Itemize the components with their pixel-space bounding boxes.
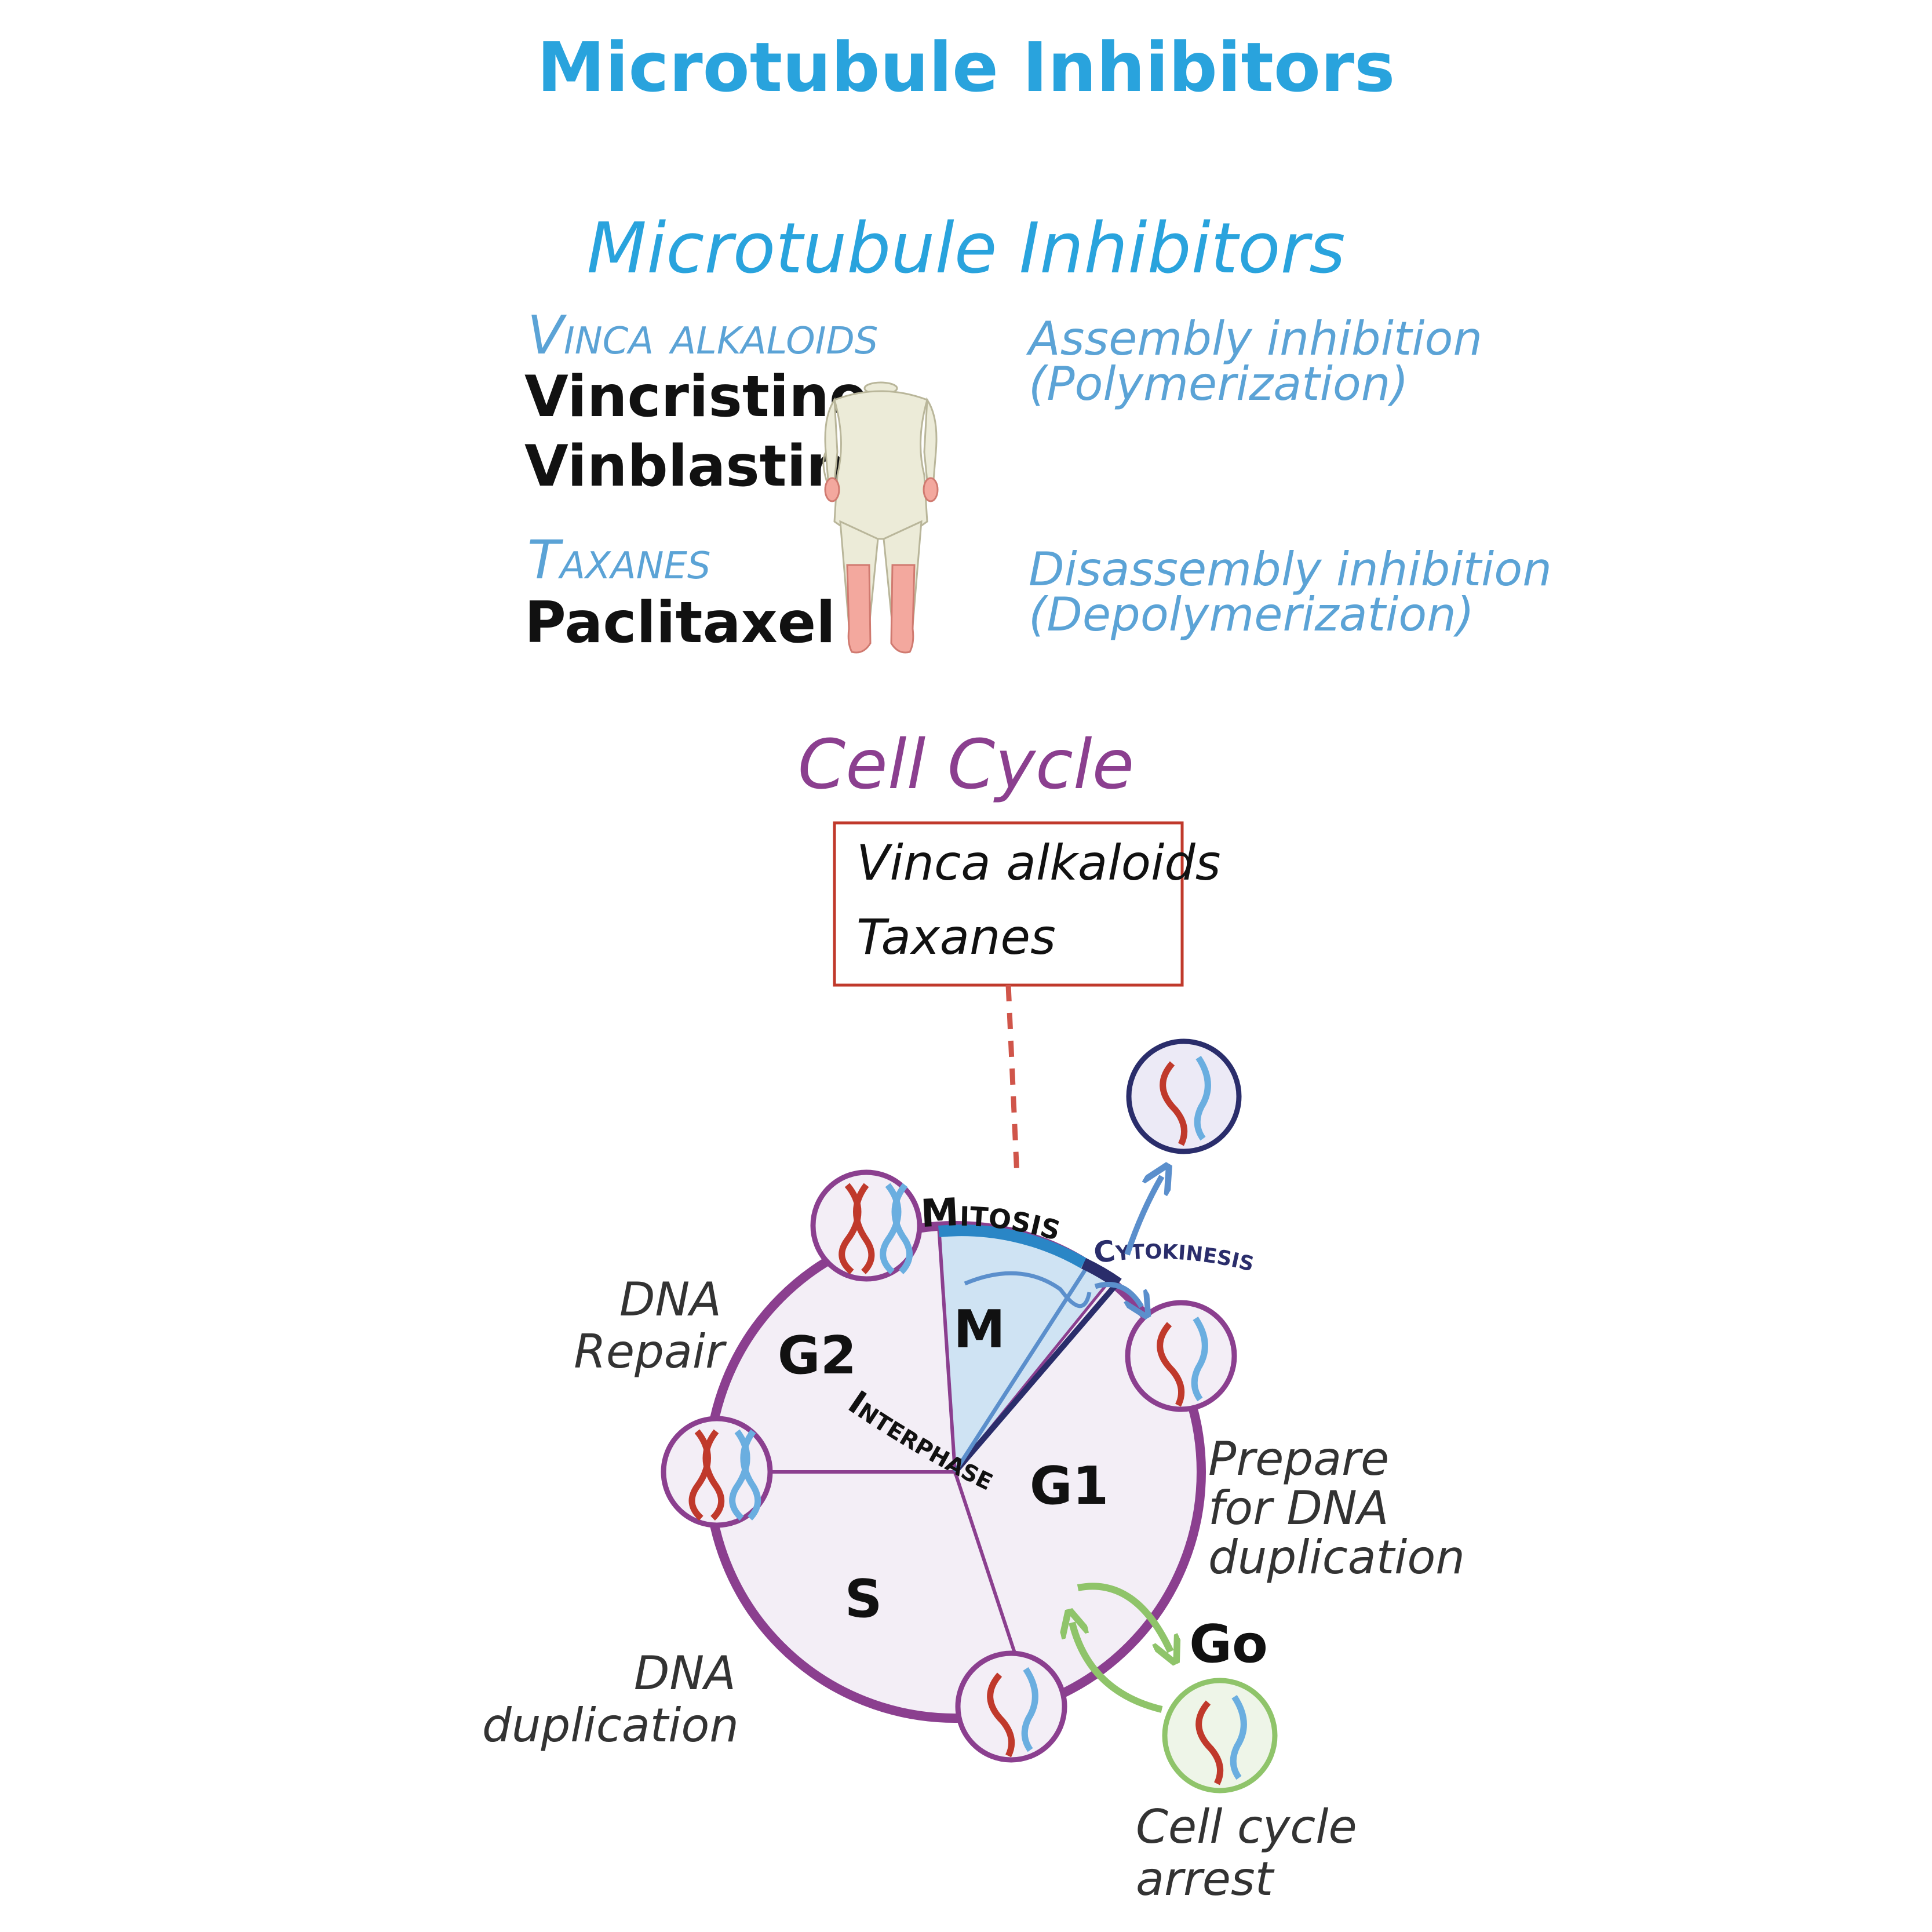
phase-g2-label: G2 <box>778 1325 857 1386</box>
target-box-line2: Taxanes <box>856 909 1056 965</box>
phase-g1-label: G1 <box>1030 1456 1109 1517</box>
section-title: Microtubule Inhibitors <box>587 209 1346 289</box>
vinca-mechanism-line2: (Polymerization) <box>1029 357 1409 411</box>
svg-text:DNA: DNA <box>634 1646 736 1700</box>
svg-text:arrest: arrest <box>1136 1852 1275 1906</box>
cell-g2-s-chromosomes <box>661 1416 773 1528</box>
mitosis-to-g1-arrow <box>1094 1282 1142 1307</box>
taxane-mechanism-line1: Disassembly inhibition <box>1029 542 1552 596</box>
cell-s-g1-chromosomes <box>955 1650 1067 1763</box>
note-s: DNA duplication <box>482 1646 739 1752</box>
page-title: Microtubule Inhibitors <box>537 27 1395 107</box>
taxanes-class-label: Taxanes <box>527 529 711 591</box>
daughter-cell-chromosomes <box>1126 1038 1242 1154</box>
target-box-line1: Vinca alkaloids <box>856 834 1220 891</box>
phase-s-label: S <box>845 1569 883 1630</box>
drug-vincristine: Vincristine <box>524 364 868 430</box>
svg-text:Repair: Repair <box>574 1325 727 1379</box>
svg-text:Prepare: Prepare <box>1208 1432 1389 1486</box>
svg-text:DNA: DNA <box>619 1273 721 1326</box>
vinca-mechanism-line1: Assembly inhibition <box>1026 312 1482 366</box>
phase-m-label: M <box>953 1299 1005 1360</box>
phase-g0-label: Go <box>1189 1614 1268 1675</box>
g1-to-g0-arrow <box>1077 1583 1171 1652</box>
svg-text:duplication: duplication <box>482 1698 739 1752</box>
vinca-class-label: Vinca alkaloids <box>527 304 878 366</box>
g0-to-g1-arrow <box>1072 1623 1163 1713</box>
cell-g2-mitosis-chromosomes <box>810 1169 923 1282</box>
drug-paclitaxel: Paclitaxel <box>524 590 836 656</box>
note-g0: Cell cycle arrest <box>1136 1800 1357 1906</box>
note-g1: Prepare for DNA duplication <box>1208 1432 1465 1584</box>
target-connector-line <box>1005 985 1020 1177</box>
human-body-figure <box>822 381 939 654</box>
svg-text:duplication: duplication <box>1208 1530 1465 1584</box>
cytokinesis-exit-arrow <box>1124 1176 1162 1256</box>
cytokinesis-arc-label: Cytokinesis <box>1092 1232 1259 1278</box>
taxane-mechanism-line2: (Depolymerization) <box>1029 588 1474 641</box>
note-g2: DNA Repair <box>574 1273 727 1379</box>
svg-text:Cell cycle: Cell cycle <box>1136 1800 1357 1854</box>
svg-text:for DNA: for DNA <box>1208 1481 1389 1535</box>
cell-g1-chromosomes <box>1125 1300 1237 1412</box>
drug-target-box <box>833 821 1184 987</box>
g0-cell-chromosomes <box>1162 1678 1278 1794</box>
cell-cycle-title: Cell Cycle <box>798 724 1135 804</box>
